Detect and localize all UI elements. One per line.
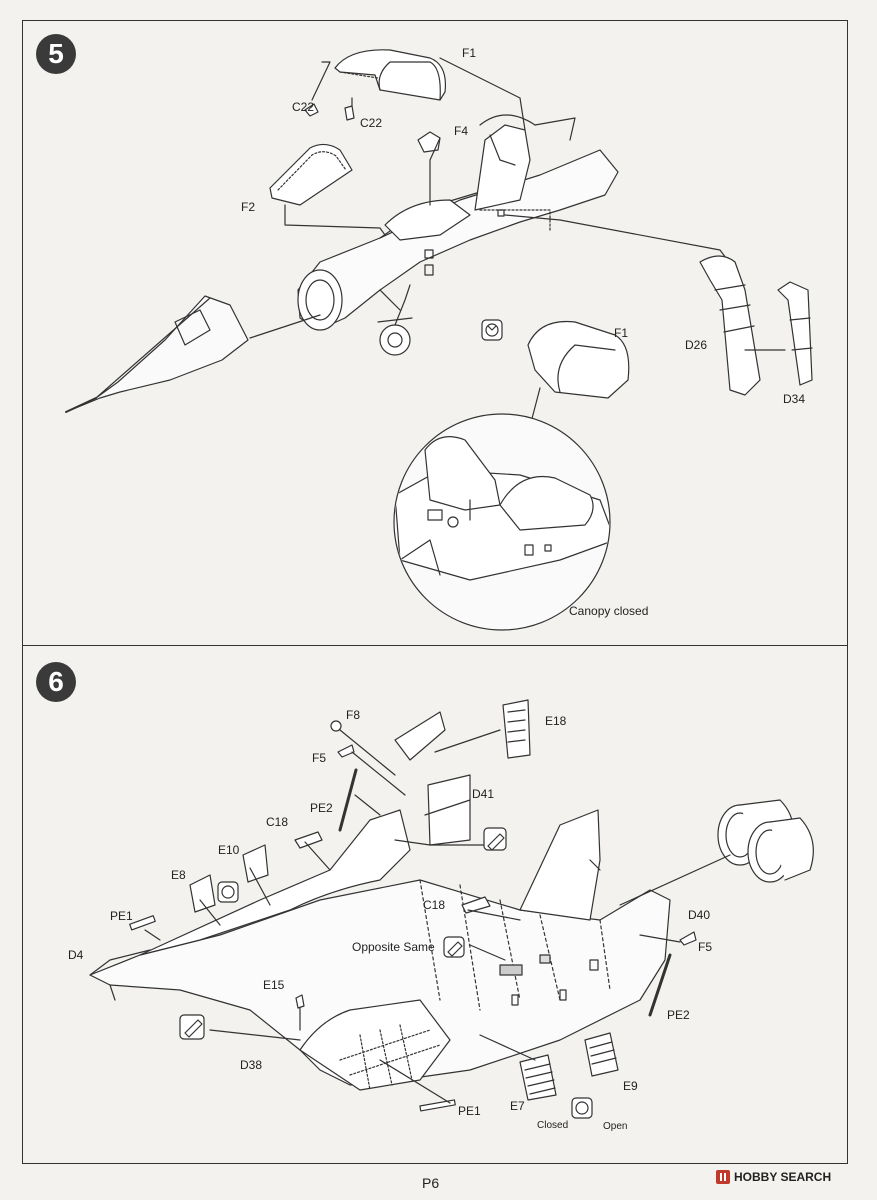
label-c18-left: C18 (266, 815, 289, 829)
label-e9: E9 (623, 1079, 638, 1093)
label-f2: F2 (241, 200, 256, 214)
label-e7: E7 (510, 1099, 525, 1113)
part-e9 (584, 1032, 619, 1077)
label-e15: E15 (263, 978, 285, 992)
flip-icon-d38 (179, 1014, 205, 1040)
label-opposite-same: Opposite Same (352, 940, 435, 954)
vertical-fin (519, 809, 601, 921)
windscreen-f2 (269, 143, 353, 206)
label-d40: D40 (688, 908, 711, 922)
label-pe1-bottom: PE1 (458, 1104, 481, 1118)
rotate-icon-e8 (217, 881, 239, 903)
part-e7 (519, 1054, 557, 1101)
label-e18: E18 (545, 714, 567, 728)
part-f4 (417, 131, 441, 153)
label-e8: E8 (171, 868, 186, 882)
label-f5-top: F5 (312, 751, 327, 765)
rotate-icon-closed-open (571, 1097, 593, 1119)
part-c18-left (294, 831, 323, 849)
step6-drawing (89, 699, 814, 1119)
label-f1-top: F1 (462, 46, 477, 60)
watermark: HOBBY SEARCH (716, 1170, 831, 1184)
label-c22-right: C22 (360, 116, 383, 130)
label-d38: D38 (240, 1058, 263, 1072)
part-e18 (502, 699, 531, 759)
label-open: Open (603, 1121, 628, 1132)
instruction-frame (22, 20, 848, 1164)
hobby-search-logo-icon (716, 1170, 730, 1184)
fuselage-aft (89, 879, 671, 1086)
part-c18-mid (461, 896, 491, 914)
part-d41 (427, 774, 471, 846)
watermark-text: HOBBY SEARCH (734, 1170, 832, 1184)
part-pe2-top (338, 768, 358, 832)
fuselage-front (297, 149, 619, 331)
label-d4: D4 (68, 948, 84, 962)
step-6-badge: 6 (36, 662, 76, 702)
canopy-f1-open (334, 49, 447, 101)
label-f5-right: F5 (698, 940, 713, 954)
rotate-icon-step5 (481, 319, 503, 341)
page-number: P6 (422, 1175, 440, 1191)
label-closed: Closed (537, 1120, 569, 1131)
step-5-badge: 5 (36, 34, 76, 74)
step5-drawing (65, 49, 813, 631)
label-f1-closed: F1 (614, 326, 629, 340)
label-f8: F8 (346, 708, 361, 722)
exhaust-nozzles (717, 799, 814, 883)
flip-icon-opposite (443, 936, 465, 958)
flip-icon-d41 (483, 827, 507, 851)
label-e10: E10 (218, 843, 240, 857)
inset-caption: Canopy closed (569, 604, 649, 618)
canopy-f1-closed (527, 320, 630, 399)
part-e8 (189, 874, 216, 913)
label-d26: D26 (685, 338, 708, 352)
label-c18-mid: C18 (423, 898, 446, 912)
part-e10 (242, 844, 269, 883)
label-f4: F4 (454, 124, 469, 138)
nose-cone (65, 295, 249, 413)
label-d41: D41 (472, 787, 495, 801)
ladder-d26 (699, 255, 761, 396)
part-pe2-right (648, 953, 672, 1017)
ladder-d34 (777, 281, 813, 386)
label-c22-left: C22 (292, 100, 315, 114)
label-pe2-top: PE2 (310, 801, 333, 815)
label-pe1-left: PE1 (110, 909, 133, 923)
label-d34: D34 (783, 392, 806, 406)
step-divider (22, 645, 848, 646)
label-pe2-right: PE2 (667, 1008, 690, 1022)
